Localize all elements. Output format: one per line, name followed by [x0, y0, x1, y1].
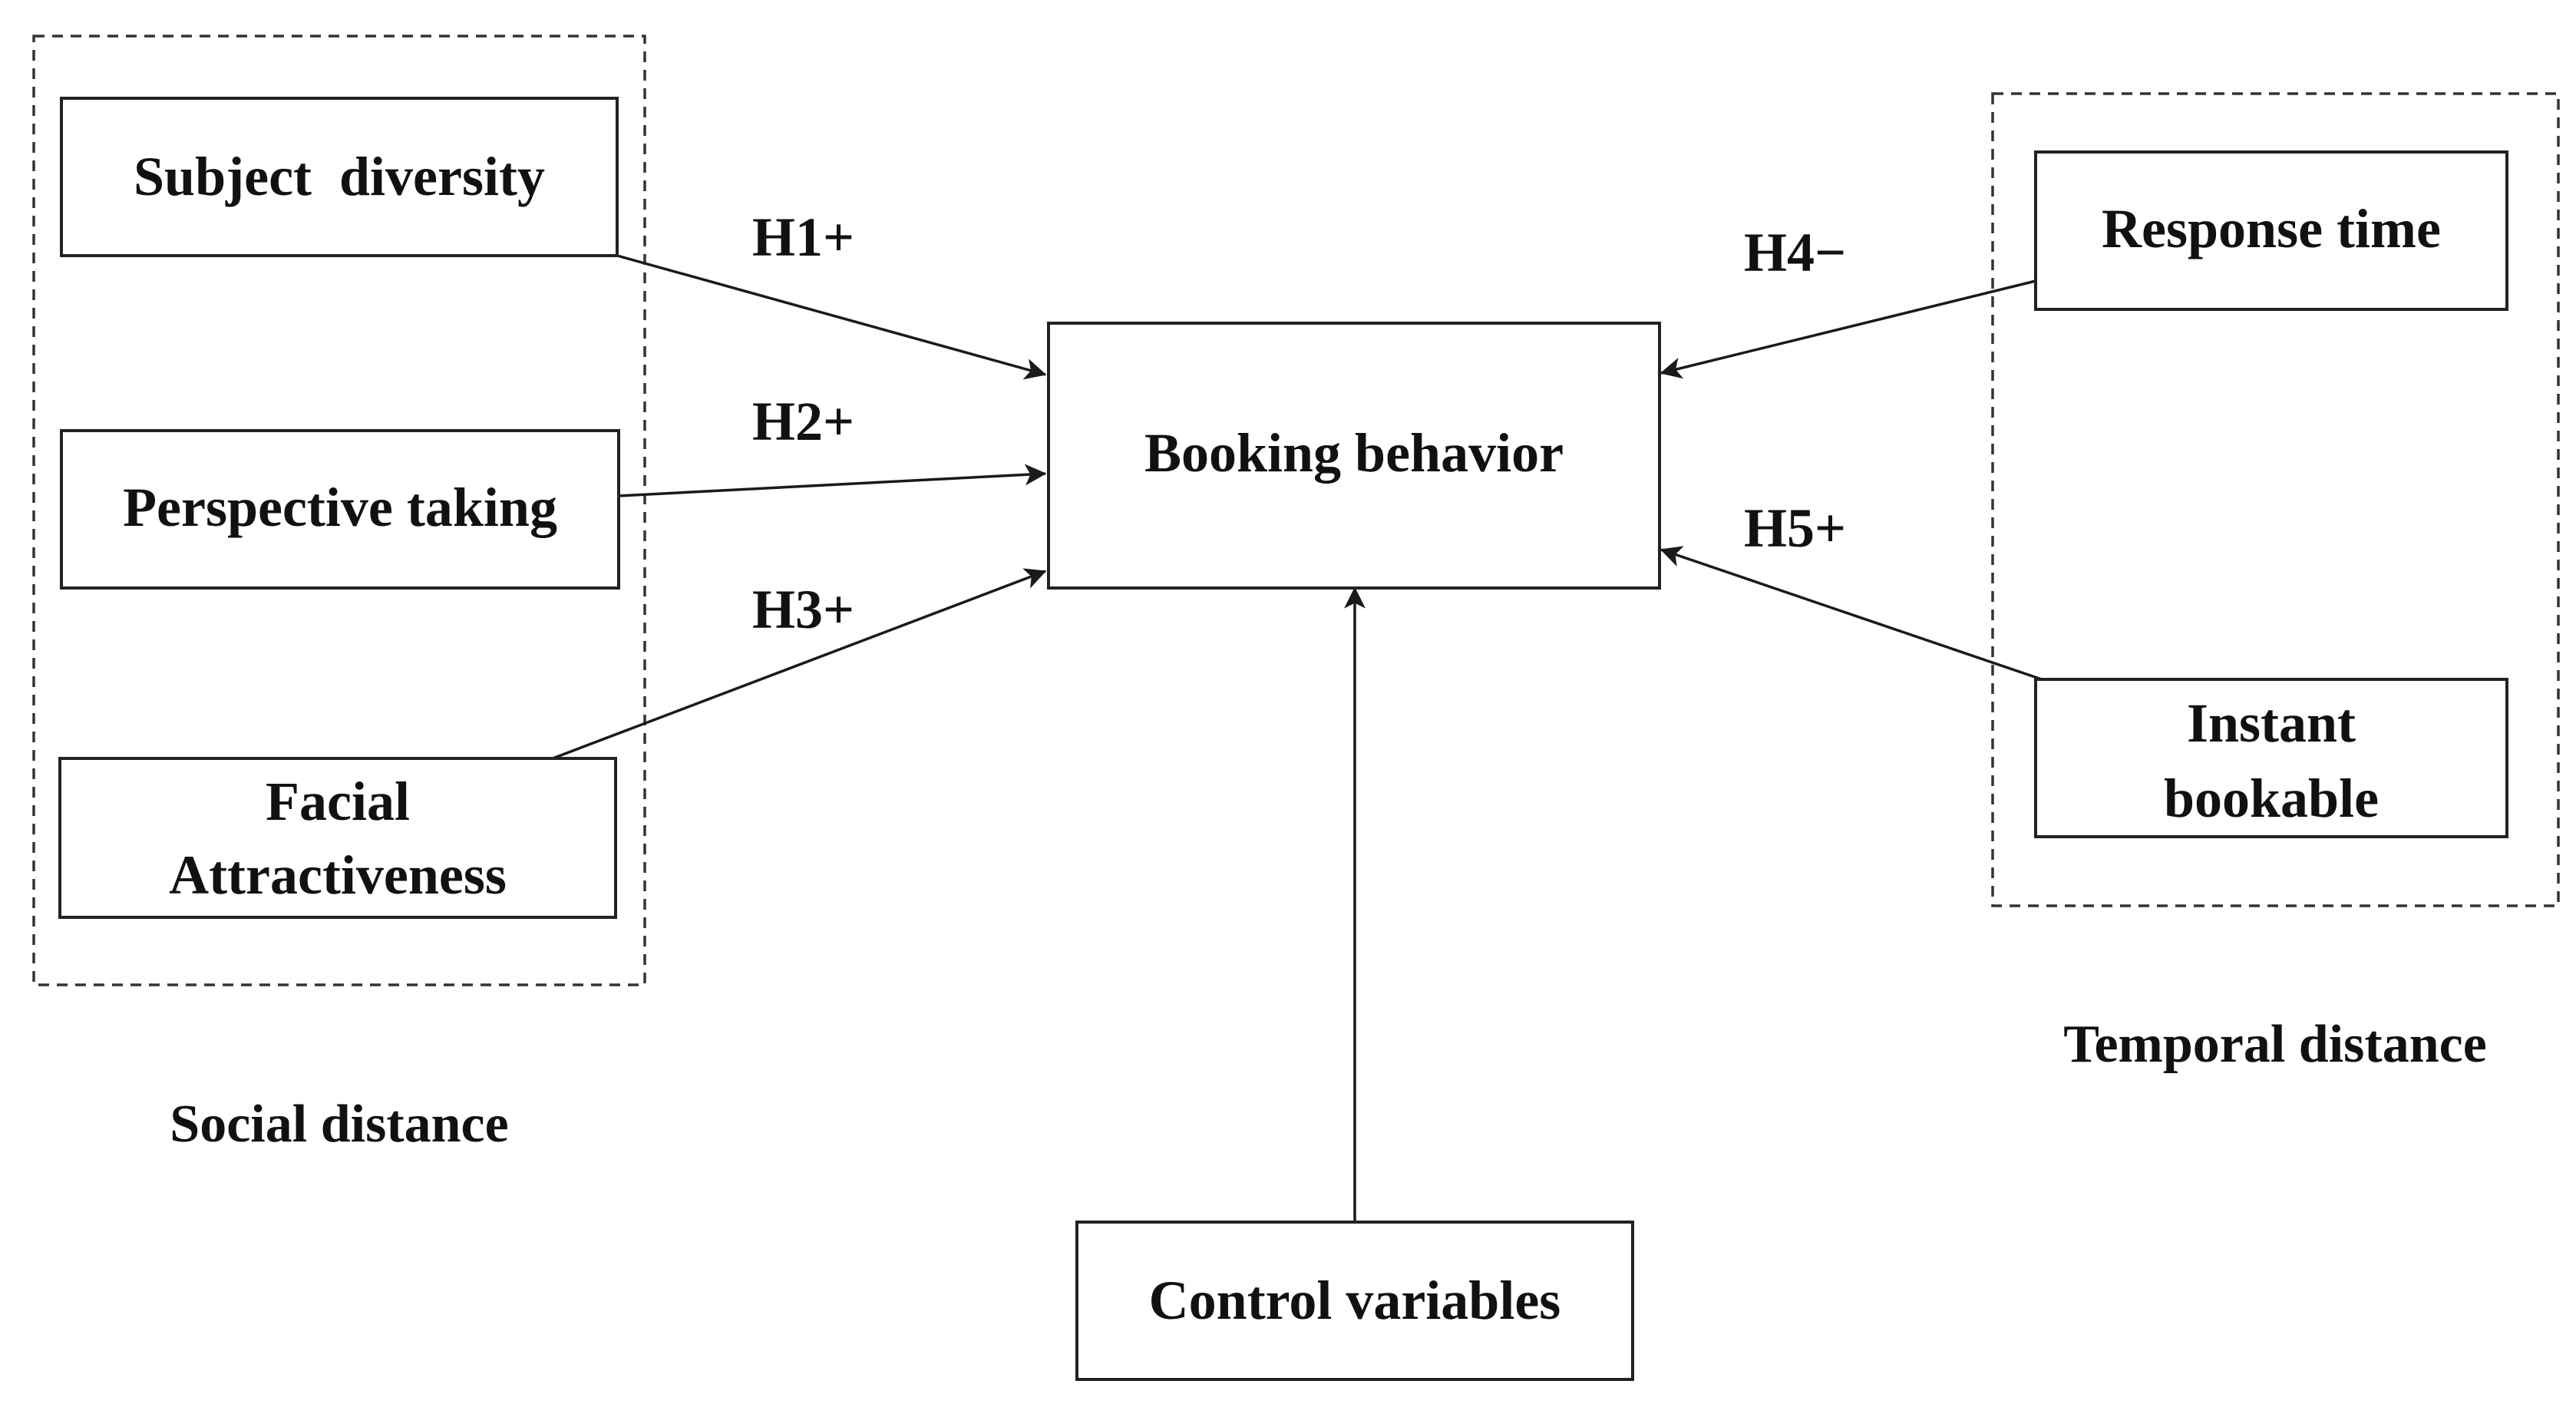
hypothesis-h2-label: H2+ [752, 391, 854, 452]
node-instant-bookable-line2: bookable [2164, 768, 2379, 829]
node-control-variables: Control variables [1075, 1221, 1634, 1381]
node-instant-bookable: Instant bookable [2034, 678, 2508, 838]
node-instant-bookable-line1: Instant [2187, 692, 2356, 754]
temporal-distance-caption: Temporal distance [2063, 1015, 2487, 1074]
node-booking-behavior-label: Booking behavior [1144, 422, 1564, 484]
node-control-variables-label: Control variables [1149, 1270, 1561, 1331]
node-facial-attractiveness-line2: Attractiveness [169, 844, 507, 906]
edge-h5-instant-bookable [1660, 546, 2043, 681]
node-response-time: Response time [2034, 150, 2508, 311]
hypothesis-h3-label: H3+ [752, 579, 854, 640]
node-subject-diversity: Subject diversity [60, 97, 619, 257]
node-perspective-taking: Perspective taking [60, 429, 620, 590]
edge-h3-facial-attractiveness [552, 568, 1047, 760]
hypothesis-h5-label: H5+ [1744, 497, 1846, 559]
node-subject-diversity-label: Subject diversity [134, 146, 545, 207]
hypothesis-h1-label: H1+ [752, 206, 854, 268]
edge-h2-perspective-taking [618, 464, 1047, 497]
node-response-time-label: Response time [2102, 198, 2441, 259]
hypothesis-h4-label: H4− [1744, 222, 1846, 283]
social-distance-caption: Social distance [170, 1095, 508, 1154]
node-booking-behavior: Booking behavior [1047, 322, 1661, 590]
node-perspective-taking-label: Perspective taking [123, 477, 557, 538]
edge-h1-subject-diversity [616, 254, 1047, 380]
node-facial-attractiveness-line1: Facial [266, 771, 410, 832]
node-facial-attractiveness: Facial Attractiveness [58, 757, 617, 919]
edge-h4-response-time [1660, 279, 2036, 379]
social-distance-group [32, 35, 646, 986]
temporal-distance-group [1991, 92, 2560, 907]
